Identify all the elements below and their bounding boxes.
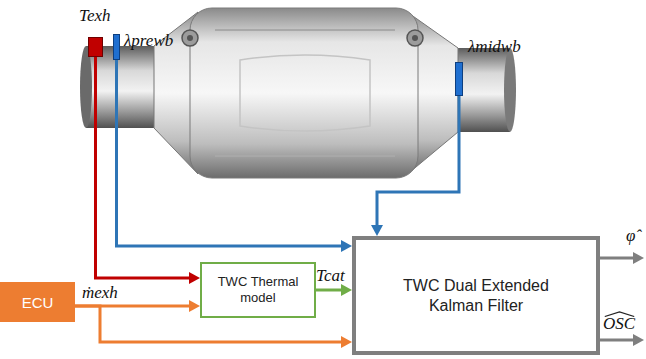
sensor-label: λprewb xyxy=(124,31,173,50)
output-symbol: φ̂ xyxy=(626,226,635,245)
sensor-label: λmidwb xyxy=(468,37,521,56)
temperature-sensor: Texh xyxy=(88,37,103,57)
arrow-head xyxy=(371,225,383,236)
output-symbol: OSC xyxy=(603,314,635,333)
ecu-box: ECU xyxy=(0,282,75,322)
output-arrow-line xyxy=(600,257,634,260)
output-arrow-head xyxy=(633,252,644,264)
box-text: TWC Thermal model xyxy=(210,274,306,306)
signal-connector xyxy=(96,57,191,278)
arrow-head xyxy=(341,240,352,252)
signal-name: ṁexh xyxy=(82,283,118,302)
heat-shield-rib xyxy=(215,30,395,156)
arrow-head xyxy=(341,284,352,296)
converter-body xyxy=(190,8,418,178)
arrow-head xyxy=(341,336,352,348)
kalman-filter-box: TWC Dual Extended Kalman Filter xyxy=(352,236,600,355)
thermal-model-box: TWC Thermal model xyxy=(200,262,316,318)
flange-bolt xyxy=(182,30,423,46)
signal-connector xyxy=(117,60,343,246)
box-label: ECU xyxy=(22,293,54,312)
box-text: ECU xyxy=(22,293,54,312)
box-label: TWC Thermal model xyxy=(210,274,306,306)
arrow-head xyxy=(189,300,200,312)
signal-name: Tcat xyxy=(316,266,345,285)
box-label: TWC Dual Extended Kalman Filter xyxy=(386,276,566,316)
output-arrow-line xyxy=(600,339,634,342)
output-arrow-head xyxy=(633,334,644,346)
signal-connector xyxy=(75,305,190,308)
box-text: TWC Dual Extended Kalman Filter xyxy=(386,276,566,316)
heat-shield-rib xyxy=(240,55,370,131)
arrow-head xyxy=(189,272,200,284)
lambda-sensor: λmidwb xyxy=(455,62,463,96)
signal-connector xyxy=(316,289,342,292)
sensor-label: Texh xyxy=(79,6,111,25)
lambda-sensor: λprewb xyxy=(113,34,120,60)
signal-connector xyxy=(377,96,459,226)
